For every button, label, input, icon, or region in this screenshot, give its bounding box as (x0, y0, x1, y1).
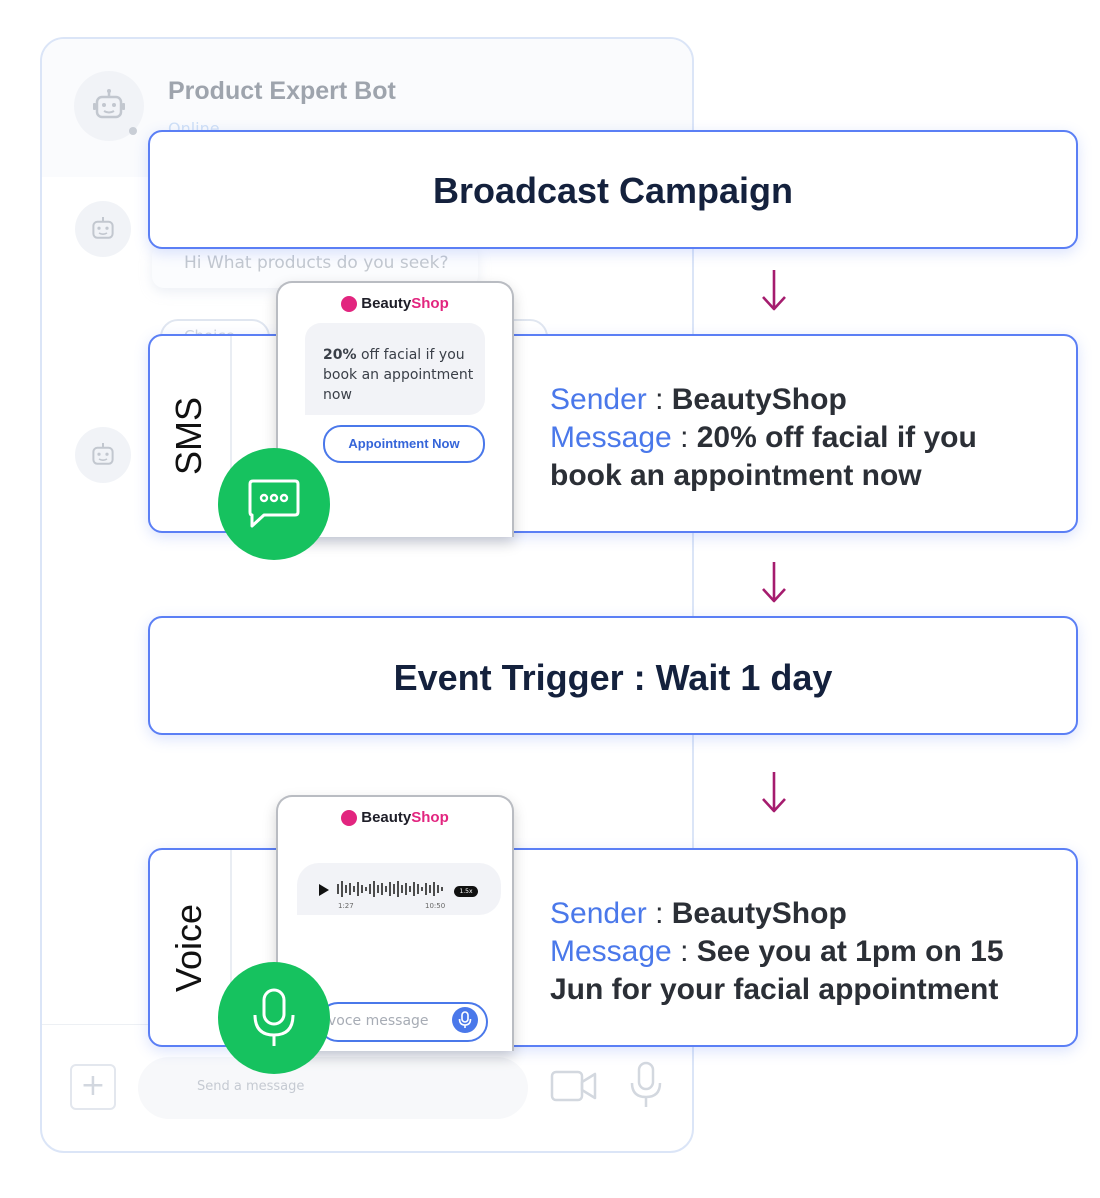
robot-icon (92, 217, 114, 239)
down-arrow-icon (762, 772, 786, 813)
broadcast-campaign-title: Broadcast Campaign (432, 170, 794, 211)
voice-time-current: 1:27 (338, 902, 354, 910)
event-trigger-card[interactable]: Event Trigger : Wait 1 day (148, 616, 1078, 735)
message-label: Message (550, 935, 672, 968)
sender-value: BeautyShop (671, 383, 847, 416)
sender-label: Sender (550, 897, 647, 930)
sender-label: Sender (550, 383, 647, 416)
video-camera-icon[interactable] (550, 1069, 598, 1103)
message-label: Message (550, 421, 672, 454)
add-attachment-button[interactable]: + (70, 1064, 116, 1110)
sms-info: Sender : BeautyShop Message : 20% off fa… (550, 383, 977, 492)
microphone-icon (458, 1011, 472, 1028)
online-status-dot (129, 127, 137, 135)
brand-name-part: Shop (411, 809, 449, 826)
brand-name-part: Beauty (361, 295, 412, 312)
voice-channel-label: Voice (168, 903, 209, 993)
voice-time-total: 10:50 (425, 902, 446, 910)
message-value: 20% off facial if you book an appointmen… (550, 421, 977, 492)
bot-message-text: Hi What products do you seek? (184, 253, 449, 273)
appointment-now-button[interactable]: Appointment Now (323, 425, 485, 463)
card-divider (230, 850, 232, 1045)
record-voice-button[interactable] (452, 1007, 478, 1033)
waveform-icon (337, 881, 443, 897)
voice-badge (218, 962, 330, 1074)
broadcast-campaign-card[interactable]: Broadcast Campaign (148, 130, 1078, 249)
message-input[interactable] (138, 1057, 528, 1119)
card-divider (230, 336, 232, 531)
down-arrow-icon (762, 270, 786, 311)
bot-message-bubble (152, 244, 478, 288)
message-value: See you at 1pm on 15 Jun for your facial… (550, 935, 1004, 1006)
play-icon[interactable] (318, 883, 330, 897)
sms-badge (218, 448, 330, 560)
robot-icon (92, 443, 114, 465)
sender-value: BeautyShop (671, 897, 847, 930)
bot-avatar (75, 201, 131, 257)
brand-name-part: Beauty (361, 809, 412, 826)
chat-title: Product Expert Bot (168, 77, 396, 105)
microphone-icon (253, 988, 295, 1046)
chat-bubble-icon (248, 479, 300, 528)
down-arrow-icon (762, 562, 786, 603)
voice-info: Sender : BeautyShop Message : See you at… (550, 897, 1004, 1006)
message-input-placeholder: Send a message (197, 1079, 305, 1094)
brand-name-part: Shop (411, 295, 449, 312)
playback-speed-badge[interactable]: 1.5x (454, 886, 478, 897)
beautyshop-logo-icon (341, 809, 358, 826)
bot-avatar (75, 427, 131, 483)
beautyshop-logo-icon (341, 295, 358, 312)
sms-channel-label: SMS (168, 397, 209, 476)
sms-bubble (305, 323, 485, 415)
event-trigger-title: Event Trigger : Wait 1 day (393, 657, 833, 698)
voice-input-placeholder: voce message (328, 1013, 429, 1029)
robot-icon (93, 89, 125, 119)
sms-bubble-highlight: 20% (323, 347, 357, 363)
microphone-icon[interactable] (626, 1061, 666, 1109)
sms-bubble-text: 20% off facial if you book an appointmen… (323, 345, 483, 405)
sms-bubble-rest: off facial if you book an appointment no… (323, 347, 474, 403)
